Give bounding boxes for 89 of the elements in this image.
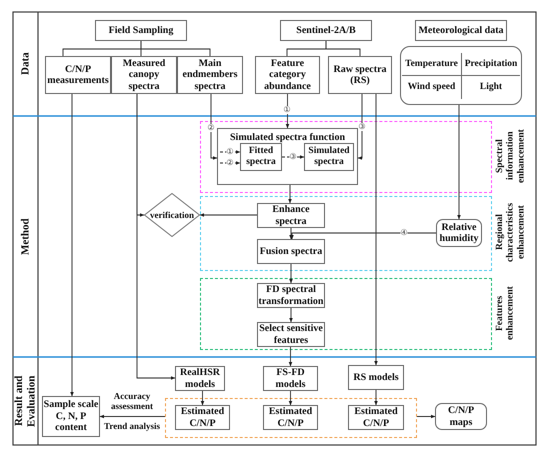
box-label: Sample scale C, N, P content xyxy=(43,399,99,434)
process-box xyxy=(217,128,358,185)
step-number: ③ xyxy=(358,123,366,131)
process-box xyxy=(263,366,318,391)
arrow xyxy=(288,184,292,204)
box-label: Enhance spectra xyxy=(271,204,311,227)
process-box xyxy=(111,56,177,94)
region-heading: Regional characteristics enhancement xyxy=(495,202,528,264)
process-box xyxy=(280,20,372,41)
process-box xyxy=(328,56,392,94)
process-box xyxy=(257,239,325,264)
arrow xyxy=(416,414,436,418)
box-label: Estimated C/N/P xyxy=(268,406,314,429)
step-number: ② xyxy=(207,124,215,132)
region-heading: Spectral information enhancement xyxy=(495,128,528,185)
process-box xyxy=(175,366,225,391)
arrow xyxy=(220,161,240,165)
arrow xyxy=(374,94,378,366)
arrow xyxy=(288,390,292,406)
arrow xyxy=(457,104,461,220)
section-title: Method xyxy=(18,217,32,257)
box-label: Select sensitive features xyxy=(258,323,324,346)
box-label: Simulated spectra xyxy=(307,146,351,168)
step-number: ① xyxy=(226,148,234,156)
decision-diamond xyxy=(144,193,200,237)
arrow xyxy=(282,155,304,159)
box-label: Measured canopy spectra xyxy=(122,58,166,92)
arrow xyxy=(70,94,74,396)
box-label: Precipitation xyxy=(464,58,518,70)
arrow xyxy=(220,150,240,154)
connector-line xyxy=(326,40,360,56)
box-label: Simulated spectra function xyxy=(230,132,345,144)
box-label: FS-FD models xyxy=(274,367,306,390)
box-label: Raw spectra (RS) xyxy=(332,64,388,86)
arrow xyxy=(289,264,293,284)
box-label: Light xyxy=(480,82,502,93)
arrow xyxy=(200,213,258,217)
box-label: FD spectral transformation xyxy=(258,284,324,307)
section-title: Result and Evaluation xyxy=(13,374,38,429)
process-box xyxy=(255,56,320,94)
step-number: ④ xyxy=(400,229,408,237)
arrow xyxy=(358,94,362,160)
box-label: Relative humidity xyxy=(438,222,480,244)
arrow xyxy=(289,228,293,240)
box-label: C/N/P measurements xyxy=(46,64,110,86)
step-number: ① xyxy=(283,106,291,114)
arrow xyxy=(290,232,436,240)
section-title: Data xyxy=(18,52,32,78)
annotation-text: Trend analysis xyxy=(104,421,160,432)
box-label: Wind speed xyxy=(408,82,456,93)
box-label: Sentinel-2A/B xyxy=(296,24,356,36)
rounded-panel xyxy=(400,46,522,105)
process-box xyxy=(240,143,282,171)
box-label: RS models xyxy=(353,372,399,384)
box-label: Estimated C/N/P xyxy=(180,406,226,429)
table-cell xyxy=(402,53,462,76)
box-label: C/N/P maps xyxy=(446,405,476,428)
box-label: Fusion spectra xyxy=(260,246,322,258)
process-box xyxy=(45,56,111,94)
step-number: ③ xyxy=(289,153,297,161)
process-box xyxy=(415,20,507,41)
box-label: Temperature xyxy=(405,58,458,70)
box-label: Meteorological data xyxy=(418,24,504,36)
connector-line xyxy=(140,40,210,56)
arrow xyxy=(136,94,176,380)
box-label: Fitted spectra xyxy=(245,146,277,168)
arrow xyxy=(288,346,292,366)
step-number: ② xyxy=(226,159,234,167)
process-box xyxy=(175,405,230,430)
region-heading: Features enhancement xyxy=(495,285,517,342)
box-label: Estimated C/N/P xyxy=(353,406,399,429)
arrow xyxy=(374,390,378,406)
arrow xyxy=(286,94,290,128)
arrow xyxy=(100,414,166,418)
box-label: Field Sampling xyxy=(108,24,174,36)
arrow xyxy=(289,308,293,322)
box-label: Feature category abundance xyxy=(263,58,312,92)
process-box xyxy=(348,405,404,430)
process-box xyxy=(348,365,404,390)
box-label: Main endmembers spectra xyxy=(182,58,238,92)
arrow xyxy=(200,390,204,406)
box-label: RealHSR models xyxy=(179,367,221,390)
process-box xyxy=(257,203,325,228)
rounded-box xyxy=(435,403,487,430)
process-box xyxy=(263,405,318,430)
arrow xyxy=(210,94,218,160)
decision-label: verification xyxy=(150,210,194,220)
process-box xyxy=(95,20,187,41)
dashed-group-box xyxy=(165,398,417,438)
